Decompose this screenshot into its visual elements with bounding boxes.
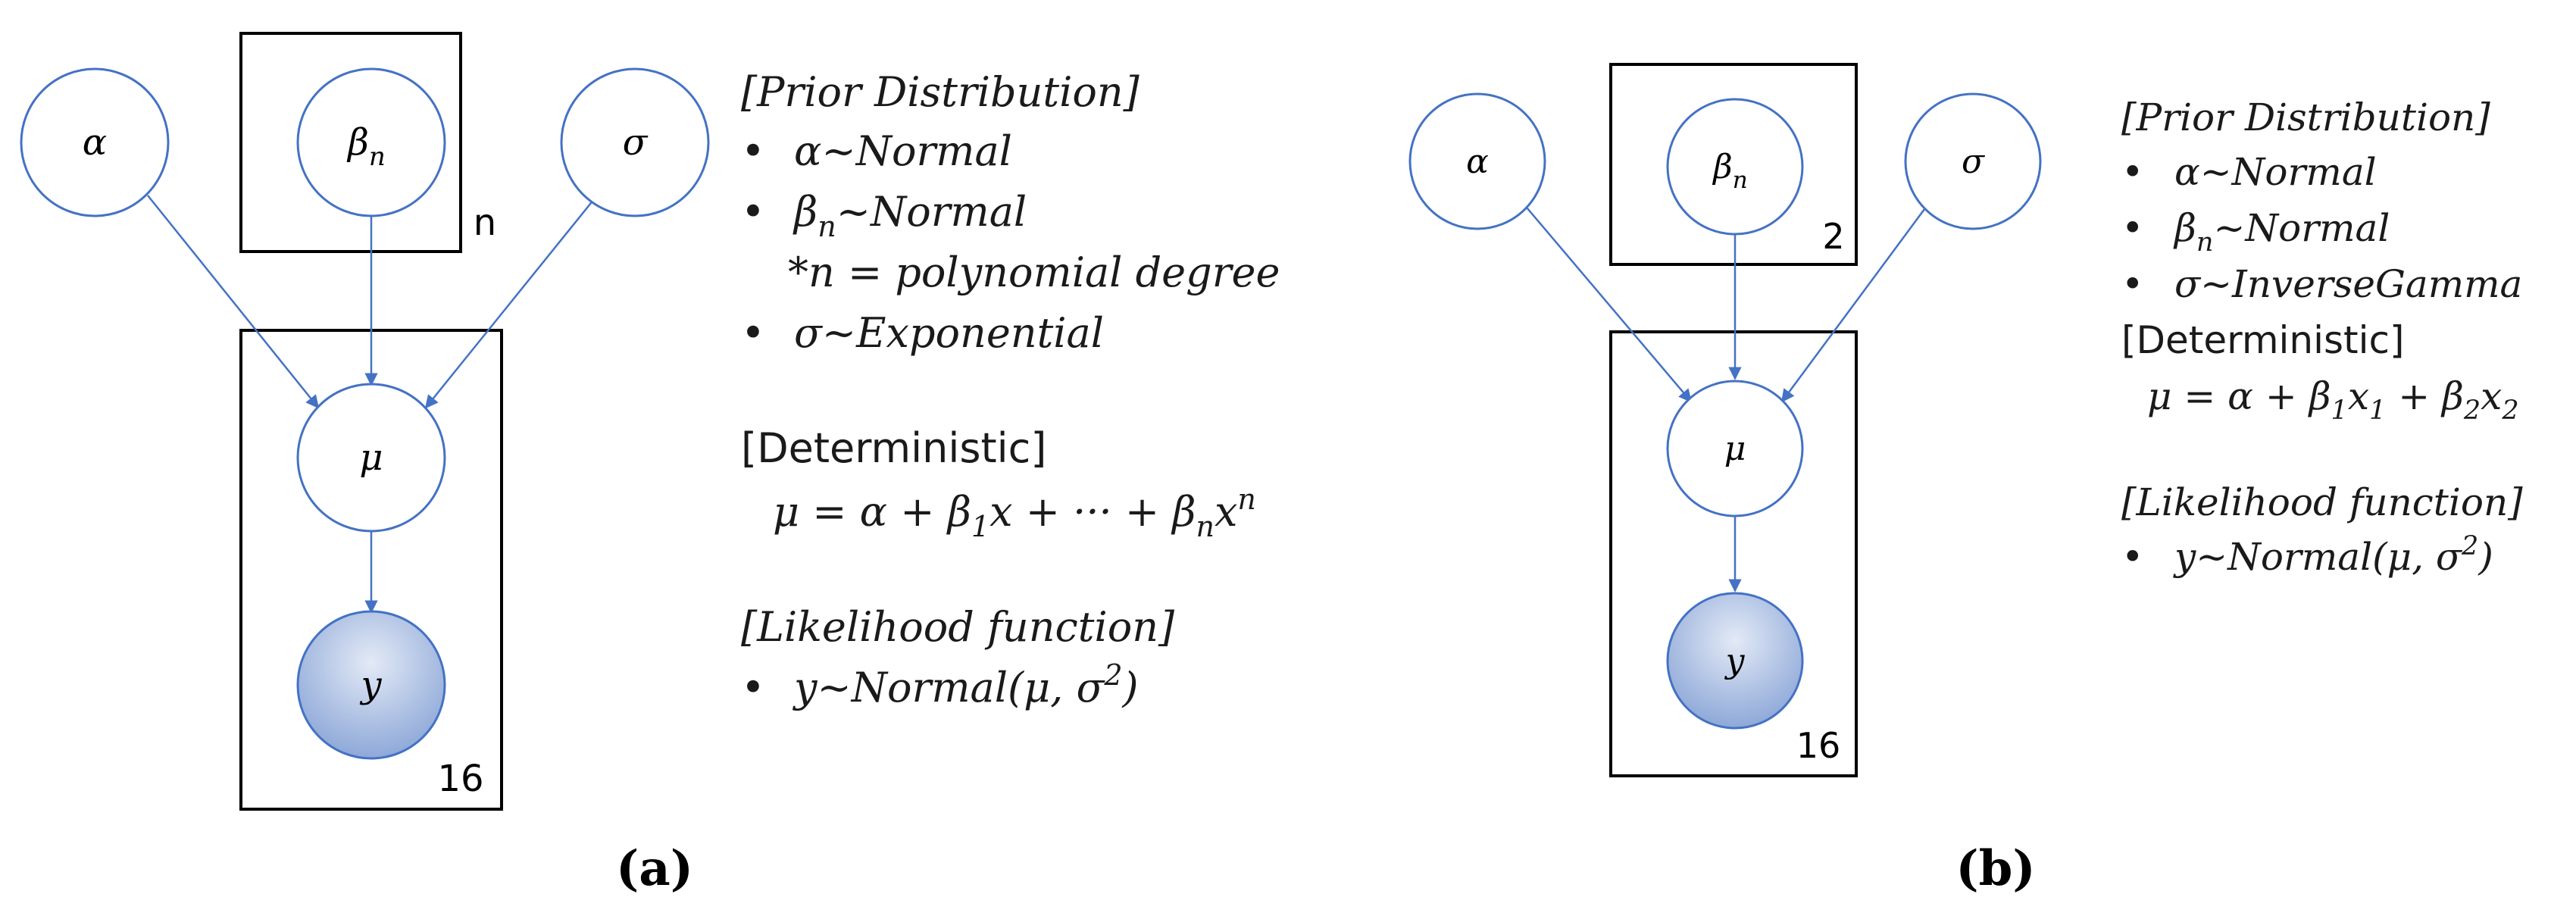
prior-beta-note-a: *n = polynomial degree	[788, 249, 1280, 296]
data-plate-label-a: 16	[437, 758, 483, 800]
beta-plate-b	[1609, 63, 1858, 266]
panel-a: n 16 α βn σ μ y [Prior Distribution] • α…	[20, 32, 1280, 897]
prior-alpha-b: α~Normal	[2174, 150, 2377, 194]
node-sigma-label-b: σ	[1962, 142, 1986, 181]
node-alpha-label-a: α	[83, 121, 107, 164]
data-plate-label-b: 16	[1796, 725, 1841, 766]
lik-heading-b: [Likelihood function]	[2121, 480, 2523, 524]
prior-beta-b: βn~Normal	[2173, 206, 2390, 258]
bullet-4-a: •	[741, 664, 765, 711]
bullet-2-a: •	[741, 188, 765, 236]
panel-b: 2 16 α βn σ μ y [Prior Distribution] • α…	[1408, 63, 2523, 897]
prior-sigma-b: σ~InverseGamma	[2174, 262, 2522, 306]
lik-eq-a: y~Normal(μ, σ2)	[792, 658, 1139, 711]
bullet-1-b: •	[2121, 150, 2144, 194]
node-y-label-b: y	[1724, 642, 1746, 680]
prior-heading-a: [Prior Distribution]	[741, 68, 1140, 116]
lik-heading-a: [Likelihood function]	[741, 603, 1175, 651]
prior-alpha-a: α~Normal	[794, 127, 1012, 175]
prior-heading-b: [Prior Distribution]	[2121, 95, 2490, 139]
node-beta-b	[1666, 98, 1804, 236]
node-beta-a	[296, 67, 446, 217]
bullet-3-b: •	[2121, 262, 2144, 306]
node-y-b	[1666, 592, 1804, 730]
edge-sigma-mu-b	[1780, 202, 1930, 403]
bullet-3-a: •	[741, 309, 765, 357]
node-sigma-b	[1904, 92, 2042, 230]
prior-beta-a: βn~Normal	[792, 188, 1027, 243]
node-beta-label-a: βn	[346, 121, 386, 172]
det-eq-b: μ = α + β1x1 + β2x2	[2147, 374, 2519, 426]
node-mu-a	[296, 383, 446, 533]
node-sigma-label-a: σ	[623, 121, 649, 164]
prior-sigma-a: σ~Exponential	[794, 309, 1104, 357]
lik-eq-b: y~Normal(μ, σ2)	[2173, 531, 2493, 579]
node-mu-label-a: μ	[359, 436, 383, 479]
node-mu-label-b: μ	[1724, 430, 1746, 468]
caption-a: (a)	[616, 840, 693, 897]
beta-plate-label-a: n	[474, 202, 496, 244]
det-eq-a: μ = α + β1x + ··· + βnxn	[773, 483, 1256, 543]
edge-alpha-mu-b	[1522, 202, 1693, 403]
bullet-4-b: •	[2121, 535, 2144, 579]
edge-sigma-mu-a	[424, 195, 598, 409]
caption-b: (b)	[1955, 840, 2035, 897]
node-alpha-b	[1408, 92, 1546, 230]
data-plate-b	[1609, 330, 1858, 777]
beta-plate-a	[239, 32, 462, 253]
node-beta-label-b: βn	[1712, 148, 1747, 194]
edge-alpha-mu-a	[147, 195, 320, 409]
det-heading-b: [Deterministic]	[2121, 318, 2405, 362]
node-mu-b	[1666, 380, 1804, 517]
node-alpha-label-b: α	[1466, 142, 1489, 181]
node-y-label-a: y	[359, 664, 382, 706]
node-alpha-a	[20, 67, 170, 217]
node-y-a	[296, 610, 446, 760]
beta-plate-label-b: 2	[1822, 216, 1844, 257]
bullet-1-a: •	[741, 127, 765, 175]
bullet-2-b: •	[2121, 206, 2144, 250]
node-sigma-a	[560, 67, 710, 217]
det-heading-a: [Deterministic]	[741, 424, 1046, 472]
